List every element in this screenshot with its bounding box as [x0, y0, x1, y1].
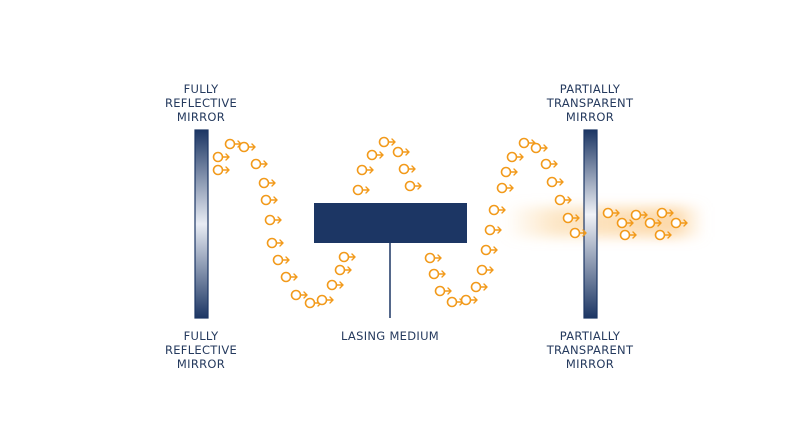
photon-icon — [540, 158, 558, 170]
left-top-line-1: FULLY — [183, 82, 219, 96]
lasing-medium-label: LASING MEDIUM — [340, 329, 440, 343]
photon-icon — [334, 264, 352, 276]
photon-icon — [392, 146, 410, 158]
photon-icon — [260, 194, 278, 206]
left-top-line-2: REFLECTIVE — [164, 96, 238, 110]
photon-icon — [290, 289, 308, 301]
photon-icon — [619, 229, 637, 241]
left-mirror-top-label: FULLY REFLECTIVE MIRROR — [165, 82, 237, 124]
photon-icon — [366, 149, 384, 161]
photon-icon — [670, 217, 688, 229]
photon-icon — [434, 285, 452, 297]
photon-icon — [266, 237, 284, 249]
photon-icon — [476, 264, 494, 276]
right-top-line-3: MIRROR — [565, 110, 615, 124]
photon-icon — [398, 163, 416, 175]
photon-icon — [212, 164, 230, 176]
right-top-line-2: TRANSPARENT — [546, 96, 634, 110]
photon-icon — [554, 194, 572, 206]
right-mirror-top-label: PARTIALLY TRANSPARENT MIRROR — [547, 82, 634, 124]
photon-icon — [530, 142, 548, 154]
photon-icon — [250, 158, 268, 170]
photon-icon — [460, 294, 478, 306]
photon-icon — [212, 151, 230, 163]
photon-icon — [446, 296, 464, 308]
right-bottom-line-2: TRANSPARENT — [546, 343, 634, 357]
right-mirror-bottom-label: PARTIALLY TRANSPARENT MIRROR — [547, 329, 634, 371]
photon-icon — [338, 251, 356, 263]
photon-icon — [488, 204, 506, 216]
photon-icon — [518, 137, 536, 149]
photon-icon — [258, 177, 276, 189]
photon-icon — [424, 252, 442, 264]
right-bottom-line-3: MIRROR — [565, 357, 615, 371]
photon-stream — [212, 136, 688, 309]
photon-icon — [352, 184, 370, 196]
photon-icon — [480, 244, 498, 256]
photon-icon — [470, 281, 488, 293]
photon-icon — [272, 254, 290, 266]
photon-icon — [378, 136, 396, 148]
photon-icon — [506, 151, 524, 163]
photon-icon — [602, 207, 620, 219]
photon-icon — [238, 141, 256, 153]
photon-icon — [656, 207, 674, 219]
photon-icon — [569, 227, 587, 239]
right-bottom-line-1: PARTIALLY — [559, 329, 621, 343]
left-bottom-line-2: REFLECTIVE — [164, 343, 238, 357]
photon-icon — [562, 212, 580, 224]
partially-transparent-mirror — [583, 129, 598, 319]
photon-icon — [496, 182, 514, 194]
left-bottom-line-3: MIRROR — [176, 357, 226, 371]
photon-icon — [404, 180, 422, 192]
photon-icon — [500, 166, 518, 178]
right-top-line-1: PARTIALLY — [559, 82, 621, 96]
photon-icon — [616, 217, 634, 229]
photon-icon — [630, 209, 648, 221]
left-mirror-bottom-label: FULLY REFLECTIVE MIRROR — [165, 329, 237, 371]
photon-icon — [316, 294, 334, 306]
photon-icon — [654, 229, 672, 241]
left-bottom-line-1: FULLY — [183, 329, 219, 343]
photon-icon — [356, 164, 374, 176]
photon-icon — [484, 224, 502, 236]
fully-reflective-mirror — [194, 129, 209, 319]
photon-icon — [264, 214, 282, 226]
lasing-medium-block — [314, 203, 467, 243]
photon-icon — [546, 176, 564, 188]
photon-icon — [224, 138, 242, 150]
photon-icon — [326, 279, 344, 291]
photon-icon — [644, 217, 662, 229]
photon-icon — [280, 271, 298, 283]
left-top-line-3: MIRROR — [176, 110, 226, 124]
photon-icon — [428, 268, 446, 280]
